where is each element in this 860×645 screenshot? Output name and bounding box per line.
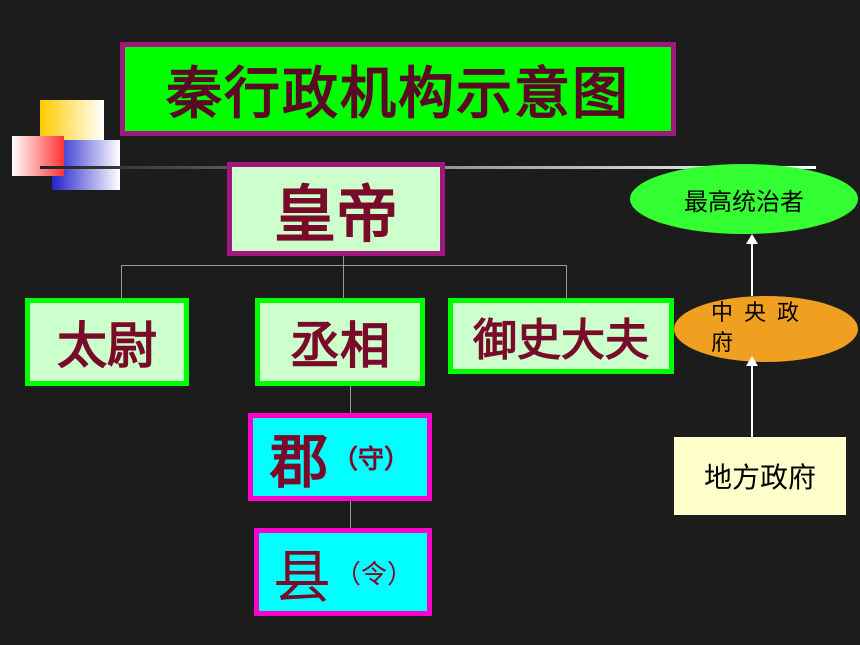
yushidafu-box: 御史大夫 xyxy=(448,298,674,374)
jun-box: 郡（守） xyxy=(248,413,432,501)
xian-label: 县 xyxy=(272,543,331,611)
local-gov-box: 地方政府 xyxy=(674,437,846,515)
connector-yushi xyxy=(566,265,567,300)
connector-jun-xian xyxy=(350,500,351,530)
arrow-up-2 xyxy=(751,364,753,437)
diagram-title: 秦行政机构示意图 xyxy=(120,42,676,136)
arrowhead-up-2-icon xyxy=(746,356,758,366)
taiwei-box: 太尉 xyxy=(25,298,189,386)
jun-label: 郡 xyxy=(269,428,328,496)
connector-chengxiang-jun xyxy=(350,385,351,415)
jun-official: （守） xyxy=(332,444,411,475)
connector-emperor-down xyxy=(343,256,344,300)
decor-red-square xyxy=(12,136,64,176)
xian-box: 县（令） xyxy=(254,528,432,616)
central-gov-label: 中 央 政 府 xyxy=(711,301,801,356)
arrowhead-up-1-icon xyxy=(746,234,758,244)
connector-horizontal xyxy=(121,265,567,266)
arrow-up-1 xyxy=(751,240,753,296)
xian-official: （令） xyxy=(335,559,414,590)
connector-taiwei xyxy=(121,265,122,300)
emperor-box: 皇帝 xyxy=(227,162,445,256)
chengxiang-box: 丞相 xyxy=(255,298,425,386)
supreme-ruler-ellipse: 最高统治者 xyxy=(630,164,858,234)
central-gov-ellipse: 中 央 政 府 xyxy=(674,296,858,362)
